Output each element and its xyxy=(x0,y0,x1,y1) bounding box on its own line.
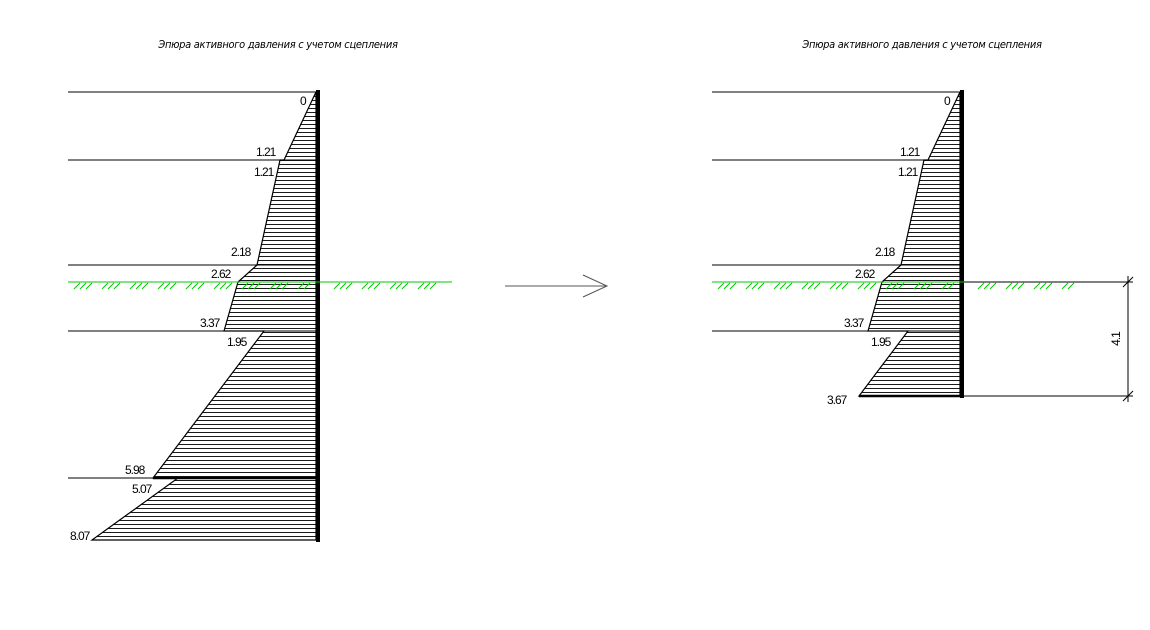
right-label-0: 0 xyxy=(944,94,951,108)
left-diagram: Эпюра активного давления с учетом сцепле… xyxy=(68,38,452,543)
right-diagram-title: Эпюра активного давления с учетом сцепле… xyxy=(801,38,1042,51)
left-label-8: 5.07 xyxy=(132,482,153,496)
left-water-level xyxy=(68,281,452,290)
right-label-7: 3.67 xyxy=(827,393,848,407)
left-pressure-diagram xyxy=(90,91,317,541)
right-pressure-diagram xyxy=(857,91,961,397)
right-label-5: 3.37 xyxy=(844,316,865,330)
left-label-5: 3.37 xyxy=(200,316,221,330)
right-diagram: Эпюра активного давления с учетом сцепле… xyxy=(712,38,1134,407)
right-wall xyxy=(960,90,964,398)
left-diagram-title: Эпюра активного давления с учетом сцепле… xyxy=(157,38,398,51)
left-wall xyxy=(316,90,320,542)
left-label-3: 2.18 xyxy=(231,245,252,259)
left-label-0: 0 xyxy=(300,94,307,108)
right-label-4: 2.62 xyxy=(855,267,876,281)
right-dimension-label: 4.1 xyxy=(1109,331,1123,346)
left-label-9: 8.07 xyxy=(70,529,91,543)
left-label-6: 1.95 xyxy=(227,335,248,349)
right-label-6: 1.95 xyxy=(871,335,892,349)
left-label-2: 1.21 xyxy=(254,165,275,179)
right-dimension xyxy=(964,276,1134,402)
left-label-7: 5.98 xyxy=(125,463,146,477)
right-label-3: 2.18 xyxy=(875,245,896,259)
left-label-1: 1.21 xyxy=(256,145,277,159)
right-label-1: 1.21 xyxy=(900,145,921,159)
right-label-2: 1.21 xyxy=(898,165,919,179)
left-label-4: 2.62 xyxy=(211,267,232,281)
transition-arrow xyxy=(505,274,609,298)
